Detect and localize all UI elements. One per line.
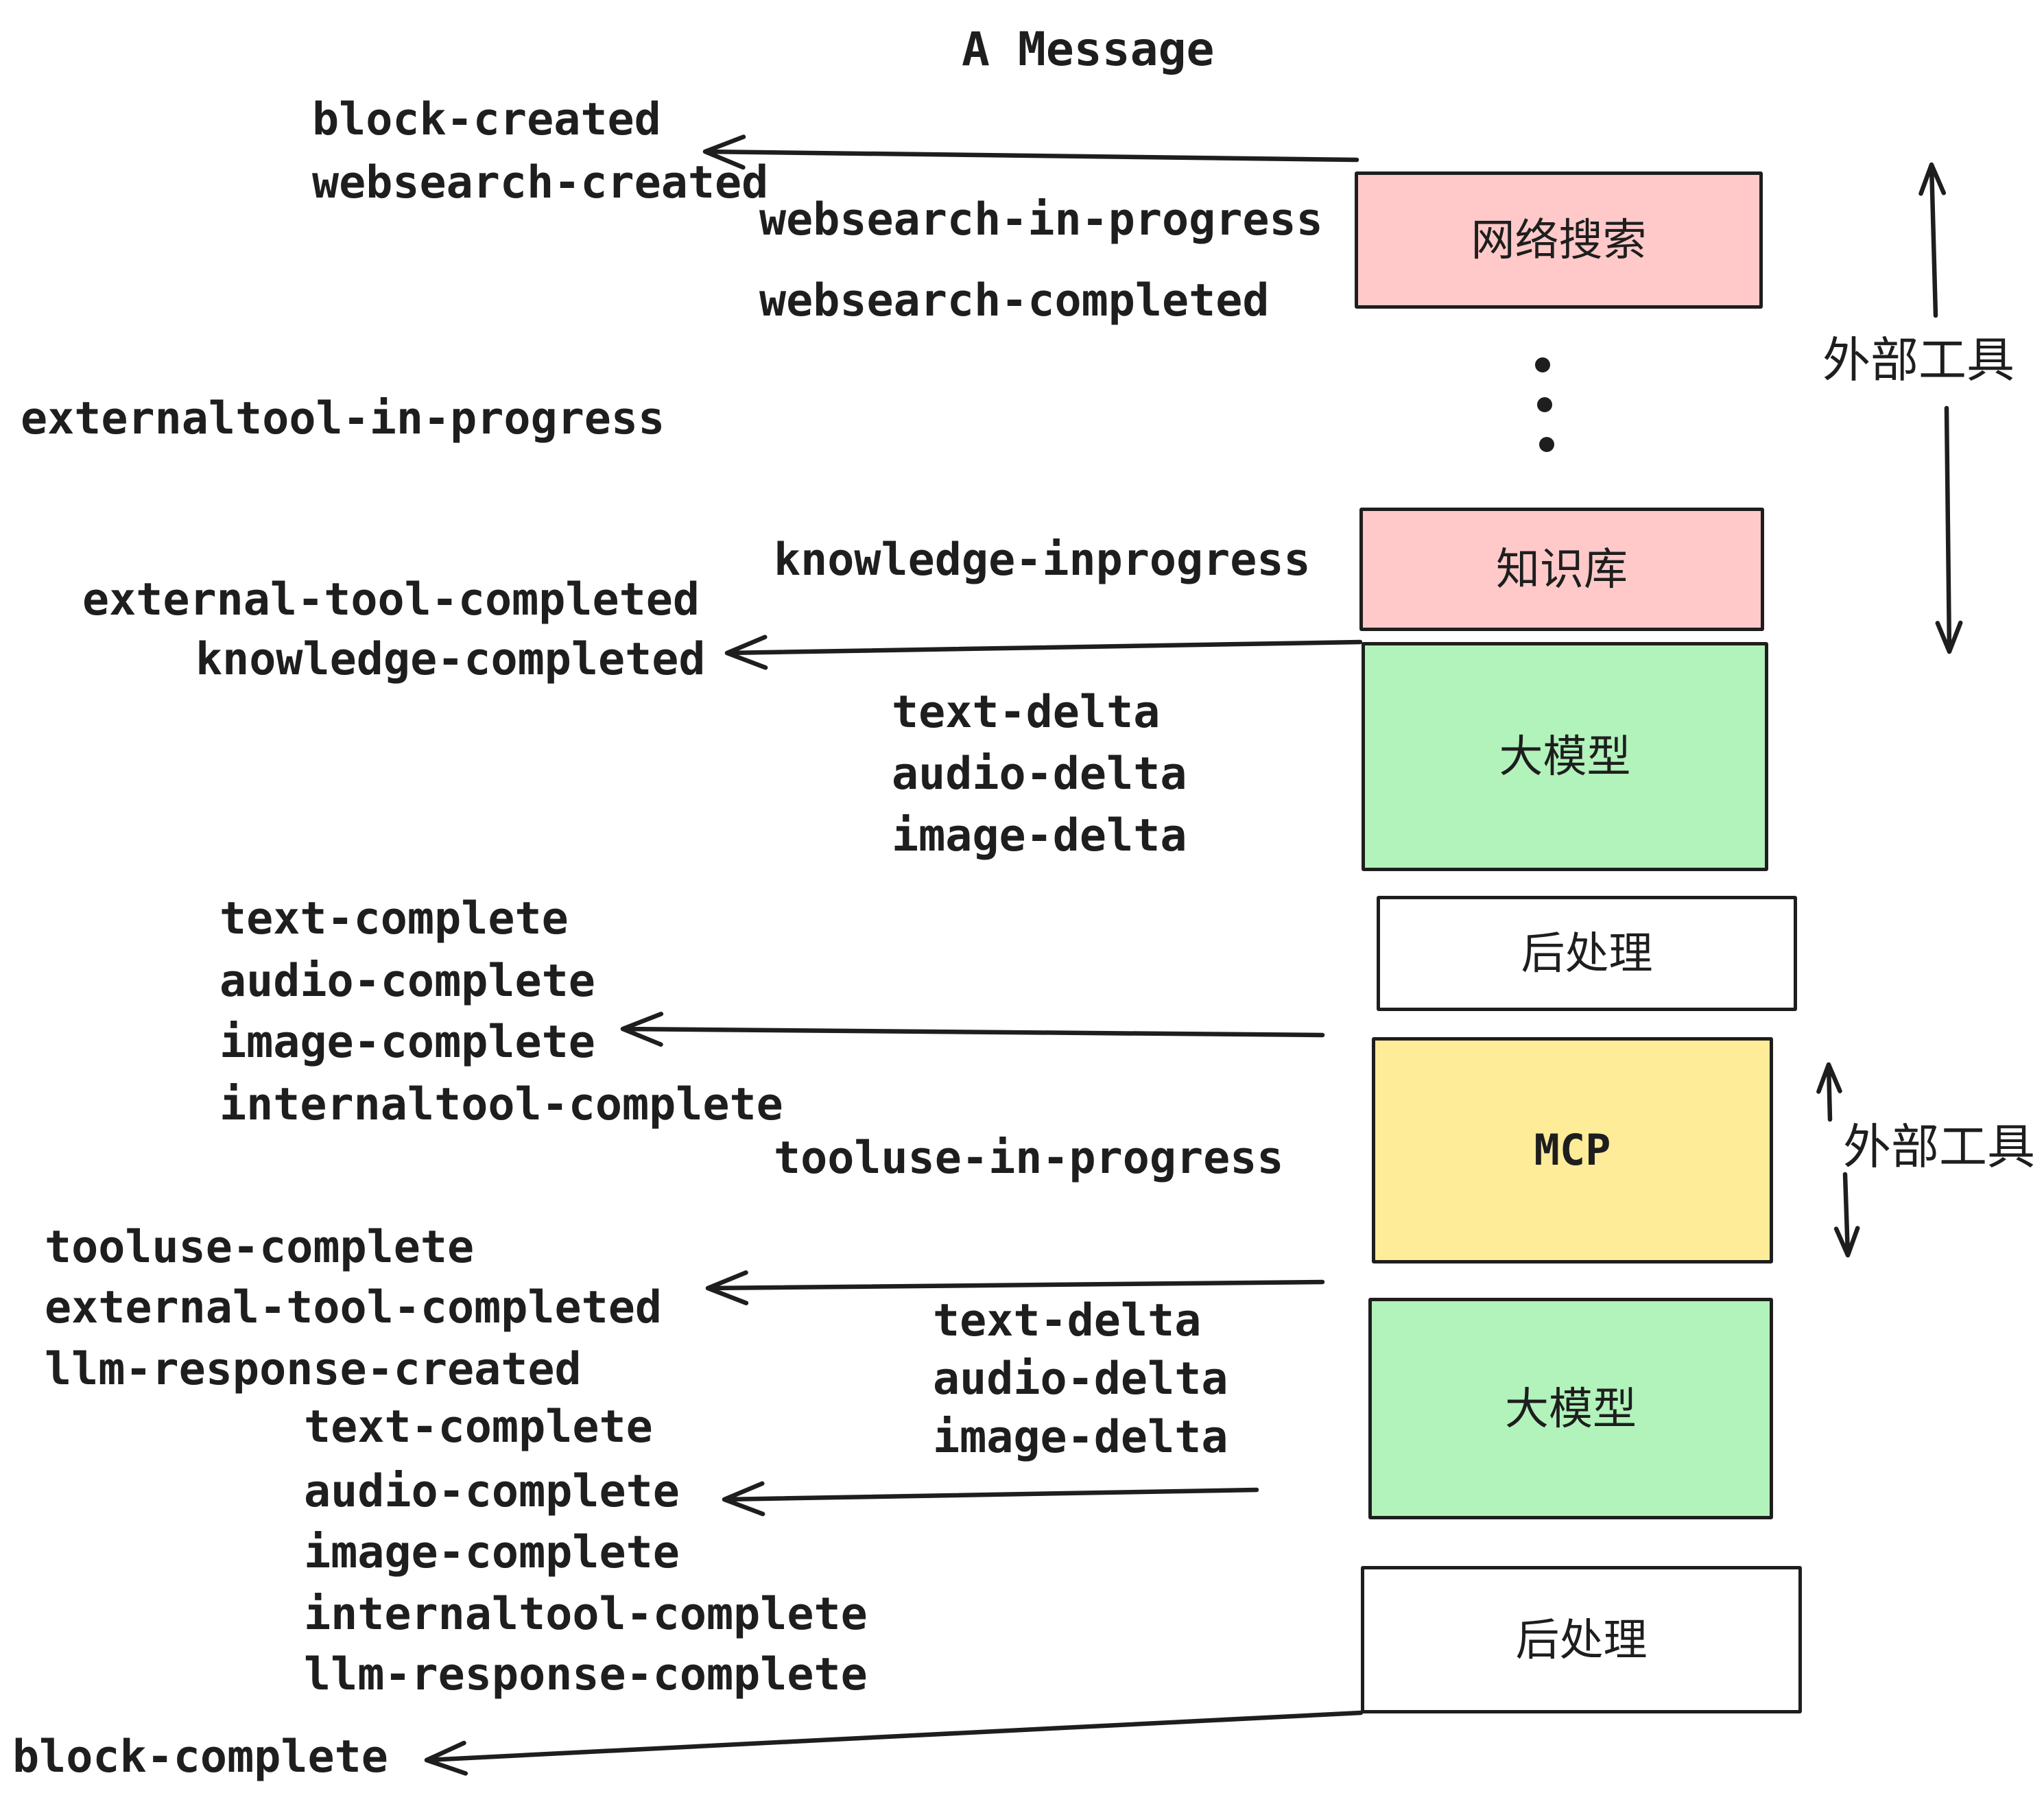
external-tools-arrow-up-1 [1918, 162, 1947, 318]
event-image-delta-2: image-delta [933, 1412, 1228, 1464]
arrow-to-knowledge-completed [724, 634, 1363, 670]
event-knowledge-inprogress: knowledge-inprogress [774, 534, 1311, 586]
event-audio-complete-1: audio-complete [219, 956, 595, 1008]
event-websearch-created: websearch-created [312, 157, 769, 209]
llm-box-1: 大模型 [1362, 642, 1768, 871]
event-block-complete: block-complete [12, 1731, 388, 1783]
arrow-to-audio-complete [722, 1481, 1259, 1517]
event-knowledge-completed: knowledge-completed [195, 634, 706, 686]
event-text-complete-1: text-complete [219, 893, 569, 945]
llm-box-2-label: 大模型 [1505, 1384, 1637, 1434]
event-websearch-completed: websearch-completed [759, 275, 1270, 327]
external-tools-label-2: 外部工具 [1843, 1120, 2035, 1174]
postprocess-box-2: 后处理 [1361, 1566, 1802, 1713]
event-image-complete-2: image-complete [304, 1527, 680, 1579]
arrow-to-tooluse-complete [705, 1270, 1325, 1305]
arrow-to-block-complete [424, 1710, 1364, 1776]
event-external-tool-completed-1: external-tool-completed [82, 574, 700, 626]
event-audio-complete-2: audio-complete [304, 1466, 680, 1518]
ellipsis-dots-3 [1539, 437, 1554, 452]
event-websearch-in-progress: websearch-in-progress [759, 194, 1323, 246]
event-block-created: block-created [312, 94, 661, 146]
ellipsis-dots-2 [1537, 397, 1552, 412]
arrow-to-image-complete [620, 1011, 1325, 1047]
event-internaltool-complete-1: internaltool-complete [219, 1079, 783, 1131]
event-tooluse-complete: tooluse-complete [45, 1222, 475, 1274]
event-external-tool-completed-2: external-tool-completed [45, 1282, 663, 1334]
postprocess-box-1-label: 后处理 [1521, 929, 1653, 978]
llm-box-2: 大模型 [1368, 1298, 1773, 1519]
websearch-box: 网络搜索 [1355, 171, 1763, 309]
event-tooluse-in-progress: tooluse-in-progress [774, 1132, 1284, 1185]
ellipsis-dots-1 [1535, 357, 1550, 372]
mcp-box-label: MCP [1534, 1125, 1611, 1175]
event-text-delta-1: text-delta [892, 687, 1161, 739]
llm-box-1-label: 大模型 [1499, 732, 1631, 781]
event-audio-delta-1: audio-delta [892, 748, 1187, 800]
event-internaltool-complete-2: internaltool-complete [304, 1589, 868, 1641]
event-text-complete-2: text-complete [304, 1401, 653, 1453]
arrow-to-block-created [702, 134, 1359, 170]
event-llm-response-complete: llm-response-complete [304, 1649, 868, 1701]
knowledge-box-label: 知识库 [1496, 545, 1628, 594]
external-tools-arrow-up-2 [1816, 1062, 1842, 1122]
event-llm-response-created: llm-response-created [45, 1344, 582, 1396]
postprocess-box-2-label: 后处理 [1515, 1615, 1648, 1665]
external-tools-arrow-down-1 [1935, 405, 1963, 654]
postprocess-box-1: 后处理 [1377, 896, 1797, 1011]
external-tools-label-1: 外部工具 [1822, 333, 2015, 387]
event-audio-delta-2: audio-delta [933, 1353, 1228, 1405]
event-image-delta-1: image-delta [892, 810, 1187, 862]
mcp-box: MCP [1372, 1037, 1773, 1263]
event-image-complete-1: image-complete [219, 1017, 595, 1069]
external-tools-arrow-down-2 [1833, 1172, 1860, 1258]
event-text-delta-2: text-delta [933, 1295, 1202, 1347]
event-externaltool-in-progress: externaltool-in-progress [21, 393, 665, 445]
diagram-title: A Message [962, 23, 1215, 77]
websearch-box-label: 网络搜索 [1471, 215, 1647, 265]
knowledge-box: 知识库 [1359, 508, 1764, 631]
